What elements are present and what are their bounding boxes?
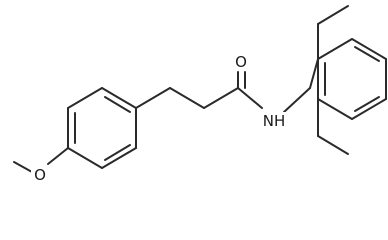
bond (13, 161, 33, 173)
bond (351, 98, 387, 120)
double-bond-inner (104, 144, 131, 161)
bond (169, 87, 205, 109)
methoxy-group (13, 147, 69, 173)
bond (317, 38, 353, 60)
bond (101, 147, 137, 169)
ethyl-bottom (317, 98, 349, 155)
bond (317, 98, 353, 120)
bond (351, 38, 387, 60)
methoxyphenyl-ring (67, 87, 137, 169)
amide-nitrogen-label: NH (263, 112, 286, 130)
double-bond-inner (104, 96, 131, 113)
atom-label-ether-oxygen: O (31, 166, 49, 184)
bond (317, 135, 349, 155)
bond (67, 147, 103, 169)
double-bond-inner (354, 46, 380, 62)
ethyl-top (317, 5, 349, 60)
bond (317, 5, 349, 25)
propanoyl-chain (135, 71, 263, 109)
bond (101, 87, 137, 109)
bond (135, 87, 171, 109)
bond (203, 87, 239, 109)
atom-label-carbonyl-oxygen: O (232, 53, 250, 71)
bond (309, 58, 319, 89)
diethylphenyl-ring (283, 38, 387, 120)
chemical-structure-diagram: O NH O (13, 5, 387, 184)
double-bond-inner (354, 96, 380, 112)
bond (47, 147, 69, 165)
ether-oxygen-label: O (34, 166, 46, 184)
bond (237, 87, 263, 109)
bond (67, 87, 103, 109)
atom-label-amide-nitrogen: NH (260, 112, 288, 130)
carbonyl-oxygen-label: O (235, 53, 247, 71)
bond (283, 87, 311, 113)
